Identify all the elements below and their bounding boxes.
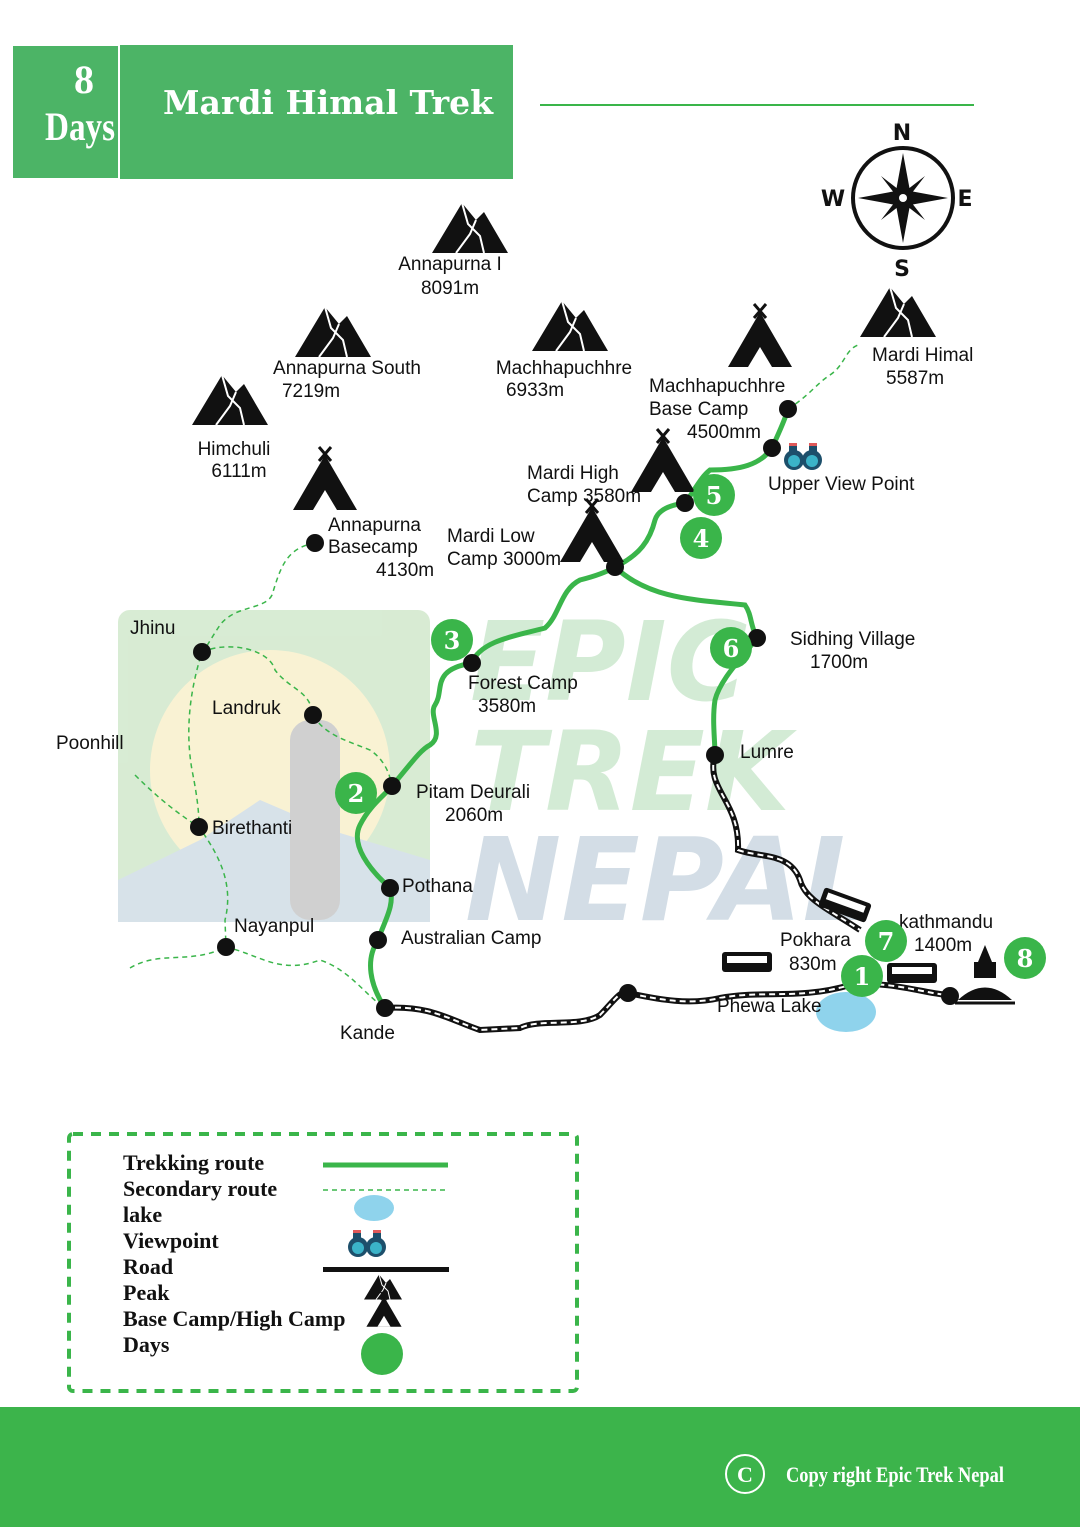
- phewa-lake: [816, 992, 876, 1032]
- page-title: Mardi Himal Trek: [163, 83, 494, 122]
- label-nayanpul: Nayanpul: [234, 916, 314, 937]
- compass-s: S: [894, 257, 910, 282]
- copyright-text: Copy right Epic Trek Nepal: [786, 1462, 1004, 1487]
- legend-road: Road: [123, 1254, 173, 1279]
- legend-camp: Base Camp/High Camp: [123, 1306, 345, 1331]
- watermark: EPIC TREK NEPAL: [118, 598, 876, 948]
- bus-icon: [722, 952, 772, 972]
- legend-trekking-route: Trekking route: [123, 1150, 264, 1175]
- label-mbc: 4500mm: [687, 422, 761, 443]
- day-2: 2: [348, 779, 365, 808]
- peak-label-annapurna-south: Annapurna South: [273, 358, 421, 379]
- stupa-icon: [955, 945, 1015, 1005]
- title-box: [120, 45, 513, 179]
- watermark-nepal: NEPAL: [465, 814, 876, 948]
- bus-icon: [818, 887, 872, 923]
- day-5: 5: [706, 481, 723, 510]
- legend-viewpoint: Viewpoint: [123, 1228, 219, 1253]
- compass-n: N: [893, 121, 911, 146]
- camp-icon: [629, 427, 697, 494]
- label-abc: Annapurna: [328, 515, 421, 536]
- label-sidhing: 1700m: [810, 652, 868, 673]
- label-poonhill: Poonhill: [56, 733, 124, 754]
- day-markers: 1 2 3 4 5 6 7 8: [335, 474, 1046, 997]
- camp-icon: [726, 302, 794, 369]
- peak-alt: 5587m: [886, 368, 944, 389]
- label-pothana: Pothana: [402, 876, 473, 897]
- label-forest-camp: Forest Camp: [468, 673, 578, 694]
- label-phewa-lake: Phewa Lake: [717, 996, 822, 1017]
- legend: Trekking route Secondary route lake View…: [67, 1132, 579, 1393]
- peak-icon: [191, 374, 269, 426]
- day-1: 1: [854, 962, 871, 991]
- days-label: Days: [45, 104, 115, 149]
- legend-secondary-route: Secondary route: [123, 1176, 277, 1201]
- camp-icon: [558, 497, 626, 564]
- footer: [0, 1407, 1080, 1527]
- peak-alt: 7219m: [282, 381, 340, 402]
- label-high-camp: Mardi High: [527, 463, 619, 484]
- label-australian-camp: Australian Camp: [401, 928, 541, 949]
- label-high-camp: Camp 3580m: [527, 486, 641, 507]
- secondary-route: [129, 344, 859, 1009]
- label-abc: Basecamp: [328, 537, 418, 558]
- day-7: 7: [878, 927, 895, 956]
- peak-label-annapurna-i: Annapurna I: [398, 254, 502, 275]
- days-number: 8: [74, 57, 94, 102]
- peak-alt: 6933m: [506, 380, 564, 401]
- camp-icon: [291, 445, 359, 512]
- day-4: 4: [693, 524, 710, 553]
- legend-lake: lake: [123, 1202, 162, 1227]
- label-pitam-deurali: 2060m: [445, 805, 503, 826]
- compass-w: W: [821, 187, 845, 212]
- copyright-icon: [725, 1454, 765, 1494]
- peak-label-mardi-himal: Mardi Himal: [872, 345, 973, 366]
- peak-icon: [294, 306, 372, 358]
- label-forest-camp: 3580m: [478, 696, 536, 717]
- day-8: 8: [1017, 944, 1034, 973]
- label-sidhing: Sidhing Village: [790, 629, 915, 650]
- compass-e: E: [957, 187, 972, 212]
- legend-days: Days: [123, 1332, 170, 1357]
- label-mbc: Base Camp: [649, 399, 748, 420]
- label-viewpoint: Upper View Point: [768, 474, 915, 495]
- peak-icon: [431, 202, 509, 254]
- bus-icon: [887, 963, 937, 983]
- legend-peak: Peak: [123, 1280, 170, 1305]
- label-pokhara: 830m: [789, 954, 837, 975]
- watermark-trek: TREK: [470, 708, 798, 836]
- label-pokhara: Pokhara: [780, 930, 851, 951]
- copyright-symbol: C: [737, 1462, 753, 1487]
- label-birethanti: Birethanti: [212, 818, 292, 839]
- peak-icon: [859, 286, 937, 338]
- label-abc: 4130m: [376, 560, 434, 581]
- peak-alt: 8091m: [421, 278, 479, 299]
- day-6: 6: [723, 634, 740, 663]
- peak-label-machhapuchhre: Machhapuchhre: [496, 358, 632, 379]
- label-low-camp: Camp 3000m: [447, 549, 561, 570]
- label-low-camp: Mardi Low: [447, 526, 535, 547]
- label-kathmandu: 1400m: [914, 935, 972, 956]
- label-kathmandu: kathmandu: [899, 912, 993, 933]
- compass-icon: [851, 146, 955, 250]
- label-lumre: Lumre: [740, 742, 794, 763]
- label-mbc: Machhapuchhre: [649, 376, 785, 397]
- watermark-epic: EPIC: [470, 598, 747, 726]
- waypoints: [190, 400, 959, 1017]
- peak-icon: [531, 300, 609, 352]
- label-pitam-deurali: Pitam Deurali: [416, 782, 530, 803]
- peak-alt: 6111m: [211, 461, 266, 482]
- day-3: 3: [444, 626, 461, 655]
- binoculars-icon: [784, 443, 822, 470]
- label-kande: Kande: [340, 1023, 395, 1044]
- days-box: [13, 46, 118, 178]
- label-jhinu: Jhinu: [130, 618, 175, 639]
- label-landruk: Landruk: [212, 698, 281, 719]
- peak-label-himchuli: Himchuli: [198, 439, 271, 460]
